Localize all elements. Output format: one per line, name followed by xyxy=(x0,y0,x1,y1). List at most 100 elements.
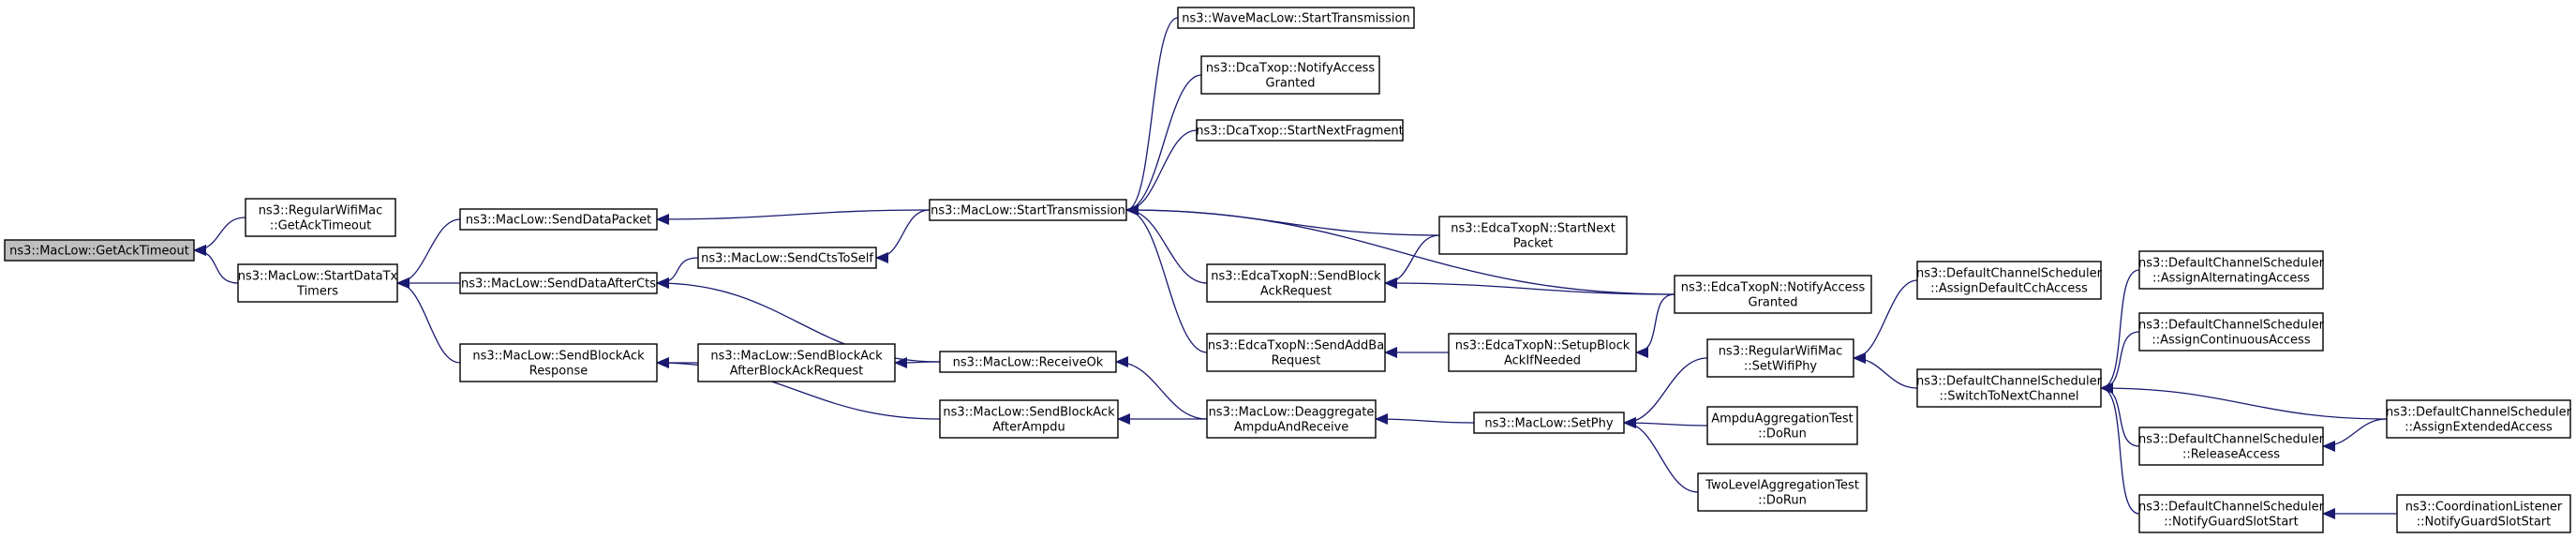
node-label: ns3::MacLow::SendDataAfterCts xyxy=(461,277,656,292)
graph-node-dcs-notifyguardslotstart[interactable]: ns3::DefaultChannelScheduler::NotifyGuar… xyxy=(2138,494,2325,533)
graph-node-receiveok[interactable]: ns3::MacLow::ReceiveOk xyxy=(939,351,1117,373)
node-label: ns3::MacLow::StartTransmission xyxy=(931,204,1125,218)
node-label: ns3::EdcaTxopN::SendAddBa xyxy=(1208,339,1384,353)
edge-edcatxopn-startnextpacket-to-edcatxopn-sendblockackrequest xyxy=(1384,234,1440,289)
edge-receiveok-to-sendblockackafterblockackrequest xyxy=(894,356,941,368)
node-label: ns3::DefaultChannelScheduler xyxy=(2138,257,2325,271)
node-label: AmpduAndReceive xyxy=(1234,421,1349,435)
node-label: ns3::DefaultChannelScheduler xyxy=(1916,375,2103,389)
edge-wavemaclow-starttransmission-to-starttransmission xyxy=(1125,17,1179,216)
graph-node-sendblockackafterblockackrequest[interactable]: ns3::MacLow::SendBlockAckAfterBlockAckRe… xyxy=(697,343,896,382)
edge-startdatatxtimers-to-getacktimeout xyxy=(193,245,239,284)
graph-node-starttransmission[interactable]: ns3::MacLow::StartTransmission xyxy=(929,199,1127,221)
node-box xyxy=(459,208,658,231)
node-label: ns3::DefaultChannelScheduler xyxy=(2386,406,2572,420)
node-box xyxy=(2138,312,2324,352)
edge-setphy-to-deaggregateampduandreceive xyxy=(1375,413,1475,426)
node-label: AfterBlockAckRequest xyxy=(730,365,864,379)
graph-node-dcs-switchtonextchannel[interactable]: ns3::DefaultChannelScheduler::SwitchToNe… xyxy=(1916,368,2103,408)
graph-node-senddataaftercts[interactable]: ns3::MacLow::SendDataAfterCts xyxy=(459,272,658,294)
graph-node-sendctstoself[interactable]: ns3::MacLow::SendCtsToSelf xyxy=(697,247,877,269)
graph-node-ampduaggregationtest-dorun[interactable]: AmpduAggregationTest::DoRun xyxy=(1706,406,1858,445)
nodes-layer: ns3::MacLow::GetAckTimeoutns3::RegularWi… xyxy=(4,7,2572,533)
node-box xyxy=(2138,427,2324,466)
node-box xyxy=(697,343,896,382)
node-box xyxy=(1706,406,1858,445)
node-label: Timers xyxy=(296,285,338,299)
graph-node-senddatapacket[interactable]: ns3::MacLow::SendDataPacket xyxy=(459,208,658,231)
node-box xyxy=(1438,216,1628,255)
node-box xyxy=(2138,494,2324,533)
graph-node-coordinationlistener-notifyguardslotstart[interactable]: ns3::CoordinationListener::NotifyGuardSl… xyxy=(2396,494,2571,533)
node-box xyxy=(697,247,877,269)
node-label: ns3::RegularWifiMac xyxy=(259,204,383,218)
node-label: ::AssignExtendedAccess xyxy=(2405,421,2553,435)
node-label: ::SetWifiPhy xyxy=(1744,360,1818,374)
node-label: ::GetAckTimeout xyxy=(270,219,371,233)
graph-node-regularwifimac-getacktimeout[interactable]: ns3::RegularWifiMac::GetAckTimeout xyxy=(245,198,396,237)
node-box xyxy=(459,272,658,294)
edge-dcs-releaseaccess-to-dcs-switchtonextchannel xyxy=(2100,382,2140,447)
node-box xyxy=(1196,119,1404,142)
node-box xyxy=(1916,368,2102,408)
edge-dcs-notifyguardslotstart-to-dcs-switchtonextchannel xyxy=(2100,382,2140,515)
node-label: ns3::CoordinationListener xyxy=(2405,501,2563,515)
node-label: ns3::EdcaTxopN::SetupBlock xyxy=(1455,339,1630,353)
node-label: ns3::EdcaTxopN::StartNext xyxy=(1451,222,1616,236)
edge-regularwifimac-getacktimeout-to-getacktimeout xyxy=(193,217,246,256)
node-label: ns3::EdcaTxopN::NotifyAccess xyxy=(1681,281,1866,295)
node-box xyxy=(2386,399,2571,439)
node-box xyxy=(1206,333,1386,372)
node-label: ::ReleaseAccess xyxy=(2182,448,2280,462)
edge-dcatxop-notifyaccessgranted-to-starttransmission xyxy=(1125,74,1202,216)
graph-node-setphy[interactable]: ns3::MacLow::SetPhy xyxy=(1473,412,1625,434)
edge-sendblockackresponse-to-startdatatxtimers xyxy=(396,277,461,364)
node-box xyxy=(1177,7,1415,29)
node-label: ::AssignContinuousAccess xyxy=(2152,334,2310,348)
graph-node-wavemaclow-starttransmission[interactable]: ns3::WaveMacLow::StartTransmission xyxy=(1177,7,1415,29)
node-box xyxy=(2138,250,2324,290)
node-label: ns3::MacLow::SendBlockAck xyxy=(943,406,1115,420)
node-label: ns3::MacLow::SetPhy xyxy=(1484,417,1613,431)
node-box xyxy=(1473,412,1625,434)
node-label: ns3::DefaultChannelScheduler xyxy=(2138,433,2325,447)
node-label: ::AssignDefaultCchAccess xyxy=(1930,282,2088,296)
graph-node-dcs-assigncontinuousaccess[interactable]: ns3::DefaultChannelScheduler::AssignCont… xyxy=(2138,312,2325,352)
node-label: ns3::MacLow::StartDataTx xyxy=(238,270,398,284)
graph-node-dcs-assignextendedaccess[interactable]: ns3::DefaultChannelScheduler::AssignExte… xyxy=(2386,399,2572,439)
node-box xyxy=(4,239,195,262)
node-box xyxy=(1206,263,1386,303)
graph-node-dcs-assigndefaultcchaccess[interactable]: ns3::DefaultChannelScheduler::AssignDefa… xyxy=(1916,261,2103,300)
edge-dcs-assigncontinuousaccess-to-dcs-switchtonextchannel xyxy=(2100,331,2140,394)
graph-node-getacktimeout[interactable]: ns3::MacLow::GetAckTimeout xyxy=(4,239,195,262)
node-label: AmpduAggregationTest xyxy=(1711,412,1853,427)
node-label: ::NotifyGuardSlotStart xyxy=(2164,516,2299,530)
edge-edcatxopn-notifyaccessgranted-to-edcatxopn-setupblockackifneeded xyxy=(1635,293,1675,358)
node-label: ns3::MacLow::GetAckTimeout xyxy=(9,245,189,259)
graph-node-dcatxop-startnextfragment[interactable]: ns3::DcaTxop::StartNextFragment xyxy=(1196,119,1404,142)
edge-edcatxopn-sendaddbarequest-to-starttransmission xyxy=(1125,204,1208,353)
node-label: ns3::MacLow::SendCtsToSelf xyxy=(701,252,873,266)
edge-starttransmission-to-senddatapacket xyxy=(656,209,931,225)
graph-node-regularwifimac-setwifiphy[interactable]: ns3::RegularWifiMac::SetWifiPhy xyxy=(1706,338,1854,378)
graph-node-dcs-assignalternatingaccess[interactable]: ns3::DefaultChannelScheduler::AssignAlte… xyxy=(2138,250,2325,290)
node-label: ns3::DcaTxop::StartNextFragment xyxy=(1196,125,1404,139)
edge-dcs-assignextendedaccess-to-dcs-switchtonextchannel xyxy=(2100,382,2388,420)
graph-node-dcs-releaseaccess[interactable]: ns3::DefaultChannelScheduler::ReleaseAcc… xyxy=(2138,427,2325,466)
graph-node-twolevelaggregationtest-dorun[interactable]: TwoLevelAggregationTest::DoRun xyxy=(1697,472,1868,512)
node-box xyxy=(1916,261,2102,300)
node-box xyxy=(1206,399,1377,439)
node-box xyxy=(1674,275,1872,314)
node-box xyxy=(1448,333,1637,372)
node-label: ns3::MacLow::SendBlockAck xyxy=(710,350,883,364)
